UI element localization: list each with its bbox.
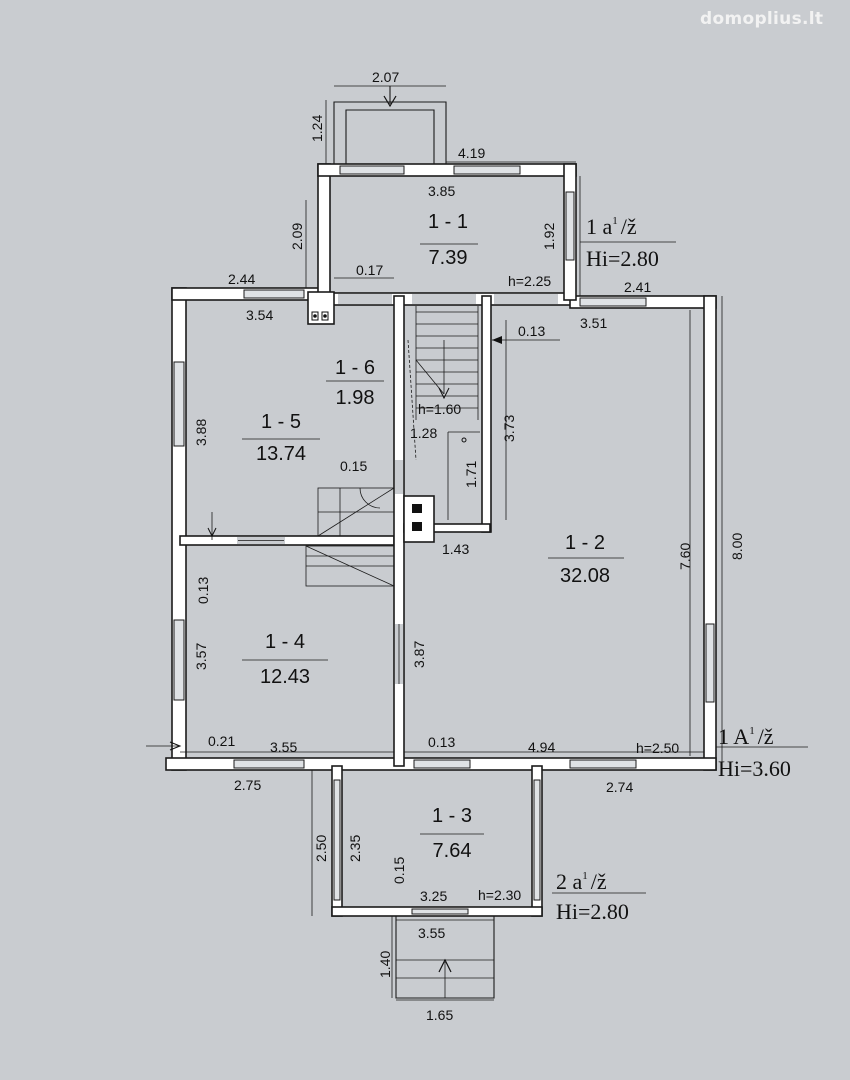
dimension-label: 1.28 [410, 425, 437, 441]
room-id: 1 - 4 [265, 631, 305, 653]
dimension-label: h=2.50 [636, 740, 679, 756]
fixtures [305, 487, 395, 587]
wall-stair-right [481, 295, 492, 533]
dimension-label: 1.65 [426, 1007, 453, 1023]
dimension-label: 3.88 [193, 419, 209, 446]
window [233, 759, 305, 769]
dimension-label: 2.50 [313, 835, 329, 862]
flue-icon [412, 522, 422, 531]
dimension-label: 2.44 [228, 271, 255, 287]
dimension-label: 4.19 [458, 145, 485, 161]
room-area: 7.64 [433, 840, 472, 862]
dimension-lines [146, 85, 808, 1001]
dimension-label: 3.55 [270, 739, 297, 755]
window [533, 779, 541, 901]
dimension-label: 8.00 [729, 533, 745, 560]
entrance-steps [395, 916, 495, 999]
room-area: 1.98 [336, 387, 375, 409]
window [173, 619, 185, 701]
level-label: 2 a1/ž [556, 869, 607, 894]
dimension-label: h=2.30 [478, 887, 521, 903]
window [413, 759, 471, 769]
room-area: 32.08 [560, 565, 610, 587]
room-id: 1 - 6 [335, 357, 375, 379]
wall-1-1-left [317, 163, 331, 301]
level-label: 1 a1/ž [586, 214, 637, 239]
dimension-label: 2.41 [624, 279, 651, 295]
window [565, 191, 575, 261]
level-height: Hi=2.80 [586, 246, 659, 271]
room-area: 12.43 [260, 666, 310, 688]
dimension-label: 3.85 [428, 183, 455, 199]
window [569, 759, 637, 769]
window [453, 165, 521, 175]
dimension-label: 2.35 [347, 835, 363, 862]
window [705, 623, 715, 703]
dimension-label: h=2.25 [508, 273, 551, 289]
chimney-block [403, 495, 435, 543]
room-labels: 1 - 1 7.39 1 - 2 32.08 1 - 3 7.64 1 - 4 … [256, 211, 610, 862]
dimension-label: 1.43 [442, 541, 469, 557]
dimension-label: 2.07 [372, 69, 399, 85]
dimension-label: 3.25 [420, 888, 447, 904]
dimension-label: h=1.60 [418, 401, 461, 417]
dimension-label: 0.21 [208, 733, 235, 749]
level-markers: 1 a1/ž Hi=2.80 1 A1/ž Hi=3.60 2 a1/ž Hi=… [556, 214, 791, 924]
porch-top-inner [345, 109, 435, 164]
dimension-label: 1.24 [309, 115, 325, 142]
window [411, 908, 469, 915]
room-id: 1 - 5 [261, 411, 301, 433]
dimension-label: 2.75 [234, 777, 261, 793]
dimension-label: 3.73 [501, 415, 517, 442]
dimension-label: 3.54 [246, 307, 273, 323]
dimension-label: 0.13 [195, 577, 211, 604]
room-id: 1 - 3 [432, 805, 472, 827]
dimension-labels: 2.07 1.24 4.19 3.85 2.09 1.92 0.17 h=2.2… [193, 69, 745, 1023]
window [579, 297, 647, 307]
level-height: Hi=3.60 [718, 756, 791, 781]
dimension-label: 4.94 [528, 739, 555, 755]
dimension-label: 3.51 [580, 315, 607, 331]
dimension-label: 0.13 [428, 734, 455, 750]
room-id: 1 - 1 [428, 211, 468, 233]
room-id: 1 - 2 [565, 532, 605, 554]
staircase [407, 306, 480, 520]
dimension-label: 3.87 [411, 641, 427, 668]
dimension-label: 7.60 [677, 543, 693, 570]
dimension-label: 0.13 [518, 323, 545, 339]
window [243, 289, 305, 299]
windows [173, 165, 715, 915]
dimension-label: 1.71 [463, 461, 479, 488]
dimension-label: 2.74 [606, 779, 633, 795]
dimension-label: 1.92 [541, 223, 557, 250]
dimension-label: 3.55 [418, 925, 445, 941]
flue-icon [412, 504, 422, 513]
dimension-label: 0.15 [391, 857, 407, 884]
window [173, 361, 185, 447]
dimension-label: 0.15 [340, 458, 367, 474]
level-label: 1 A1/ž [718, 724, 774, 749]
doors [237, 294, 558, 684]
dimension-label: 2.09 [289, 223, 305, 250]
room-area: 13.74 [256, 443, 306, 465]
chimney [307, 291, 435, 543]
watermark-logo: domoplius.lt [700, 9, 823, 29]
porch-top [333, 101, 447, 164]
level-height: Hi=2.80 [556, 899, 629, 924]
window [333, 779, 341, 901]
dimension-label: 0.17 [356, 262, 383, 278]
dimension-label: 1.40 [377, 951, 393, 978]
window [339, 165, 405, 175]
room-area: 7.39 [429, 247, 468, 269]
wall-partition-vertical [393, 295, 405, 767]
dimension-label: 3.57 [193, 643, 209, 670]
